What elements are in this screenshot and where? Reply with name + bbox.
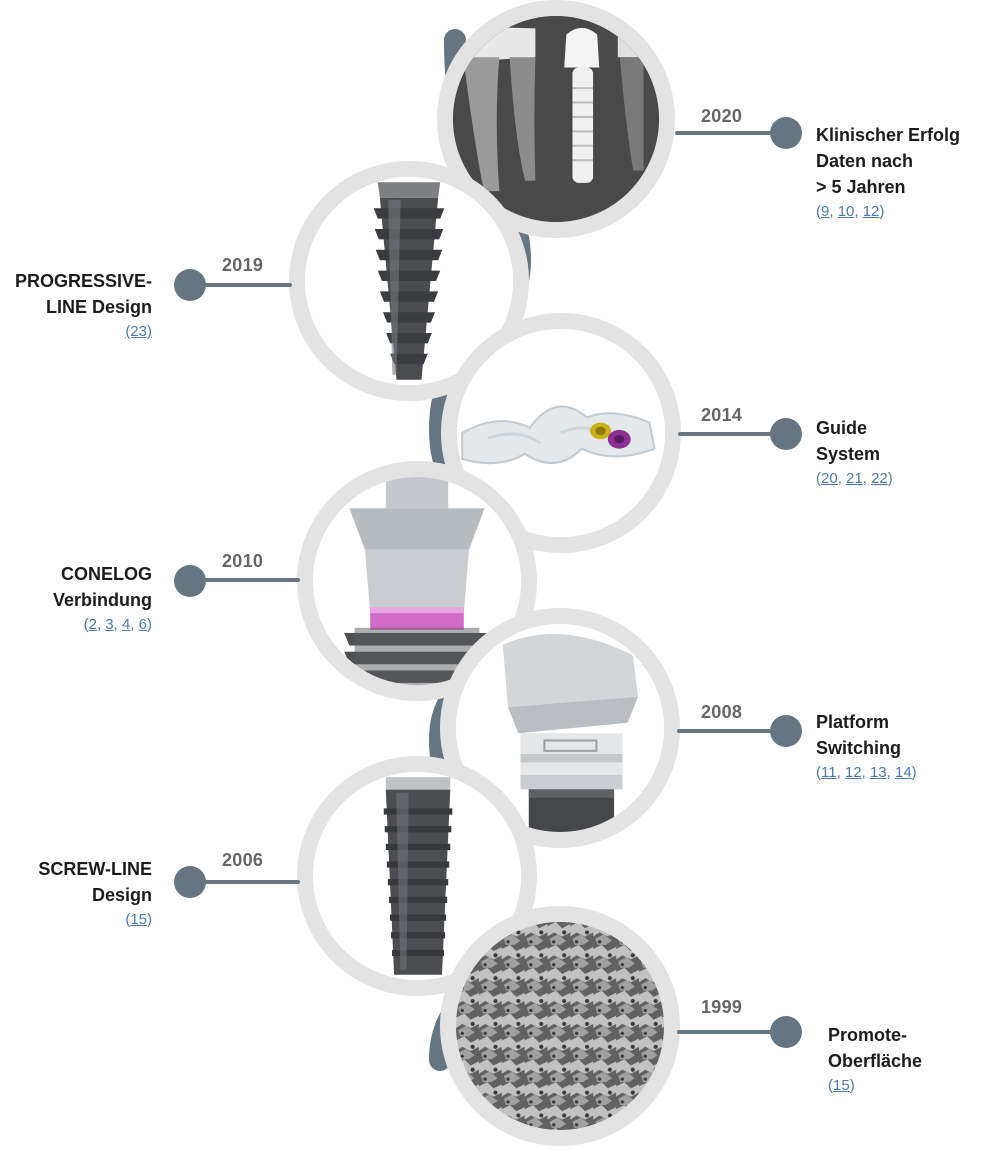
- reference-link[interactable]: 12: [845, 764, 862, 781]
- promote-surface-sem-icon: [456, 922, 664, 1130]
- milestone-2020-year: 2020: [701, 106, 742, 127]
- milestone-2008-title-2: Switching: [816, 735, 996, 761]
- milestone-1999-year: 1999: [701, 997, 742, 1018]
- milestone-1999-title-2: Oberfläche: [828, 1048, 988, 1074]
- milestone-2006-dot: [174, 866, 206, 898]
- milestone-2019-refs: (23): [0, 320, 152, 344]
- reference-link[interactable]: 15: [833, 1077, 850, 1094]
- milestone-2006-title-1: SCREW-LINE: [0, 856, 152, 882]
- milestone-2019-title-2: LINE Design: [0, 294, 152, 320]
- reference-link[interactable]: 21: [846, 470, 863, 487]
- milestone-2014-title-1: Guide: [816, 415, 976, 441]
- milestone-2006-label: SCREW-LINE Design (15): [0, 856, 152, 932]
- reference-link[interactable]: 20: [821, 470, 838, 487]
- milestone-2010-dot: [174, 565, 206, 597]
- milestone-1999-image: [440, 906, 680, 1146]
- reference-link[interactable]: 6: [139, 616, 147, 633]
- milestone-2020-label: Klinischer Erfolg Daten nach > 5 Jahren …: [816, 122, 996, 224]
- milestone-1999-connector: [677, 1030, 785, 1034]
- milestone-2006-refs: (15): [0, 908, 152, 932]
- milestone-2019-dot: [174, 269, 206, 301]
- milestone-2008-connector: [677, 729, 785, 733]
- milestone-2020-title-1: Klinischer Erfolg: [816, 122, 996, 148]
- milestone-2010-label: CONELOG Verbindung (2, 3, 4, 6): [0, 561, 152, 637]
- milestone-2020-connector: [675, 131, 785, 135]
- reference-link[interactable]: (23): [125, 323, 152, 340]
- milestone-2020-dot: [770, 117, 802, 149]
- milestone-1999-title-1: Promote-: [828, 1022, 988, 1048]
- milestone-2008-title-1: Platform: [816, 709, 996, 735]
- milestone-2006-connector: [190, 880, 300, 884]
- milestone-2014-dot: [770, 418, 802, 450]
- milestone-2020-refs: (9, 10, 12): [816, 200, 996, 224]
- reference-link[interactable]: 15: [130, 911, 147, 928]
- reference-link[interactable]: 13: [870, 764, 887, 781]
- reference-link[interactable]: 10: [838, 203, 855, 220]
- milestone-2008-refs: (11, 12, 13, 14): [816, 761, 996, 785]
- milestone-1999-dot: [770, 1016, 802, 1048]
- milestone-1999-label: Promote- Oberfläche (15): [828, 1022, 988, 1098]
- reference-link[interactable]: 22: [871, 470, 888, 487]
- reference-link[interactable]: 14: [895, 764, 912, 781]
- milestone-2019-year: 2019: [222, 255, 263, 276]
- milestone-2010-connector: [190, 578, 300, 582]
- reference-link[interactable]: 9: [821, 203, 829, 220]
- milestone-2020-title-3: > 5 Jahren: [816, 174, 996, 200]
- milestone-2010-title-2: Verbindung: [0, 587, 152, 613]
- reference-link[interactable]: 4: [122, 616, 130, 633]
- milestone-2019-label: PROGRESSIVE- LINE Design (23): [0, 268, 152, 344]
- milestone-2010-refs: (2, 3, 4, 6): [0, 613, 152, 637]
- milestone-2008-year: 2008: [701, 702, 742, 723]
- milestone-2014-title-2: System: [816, 441, 976, 467]
- milestone-2014-year: 2014: [701, 405, 742, 426]
- reference-link[interactable]: 2: [89, 616, 97, 633]
- milestone-2014-label: Guide System (20, 21, 22): [816, 415, 976, 491]
- milestone-1999-refs: (15): [828, 1074, 988, 1098]
- milestone-2006-year: 2006: [222, 850, 263, 871]
- milestone-2008-label: Platform Switching (11, 12, 13, 14): [816, 709, 996, 785]
- milestone-2010-title-1: CONELOG: [0, 561, 152, 587]
- reference-link[interactable]: 12: [863, 203, 880, 220]
- milestone-2006-title-2: Design: [0, 882, 152, 908]
- milestone-2008-dot: [770, 715, 802, 747]
- milestone-2020-title-2: Daten nach: [816, 148, 996, 174]
- reference-link[interactable]: 11: [821, 764, 837, 781]
- milestone-2019-title-1: PROGRESSIVE-: [0, 268, 152, 294]
- milestone-2010-year: 2010: [222, 551, 263, 572]
- reference-link[interactable]: 3: [105, 616, 113, 633]
- milestone-2014-refs: (20, 21, 22): [816, 467, 976, 491]
